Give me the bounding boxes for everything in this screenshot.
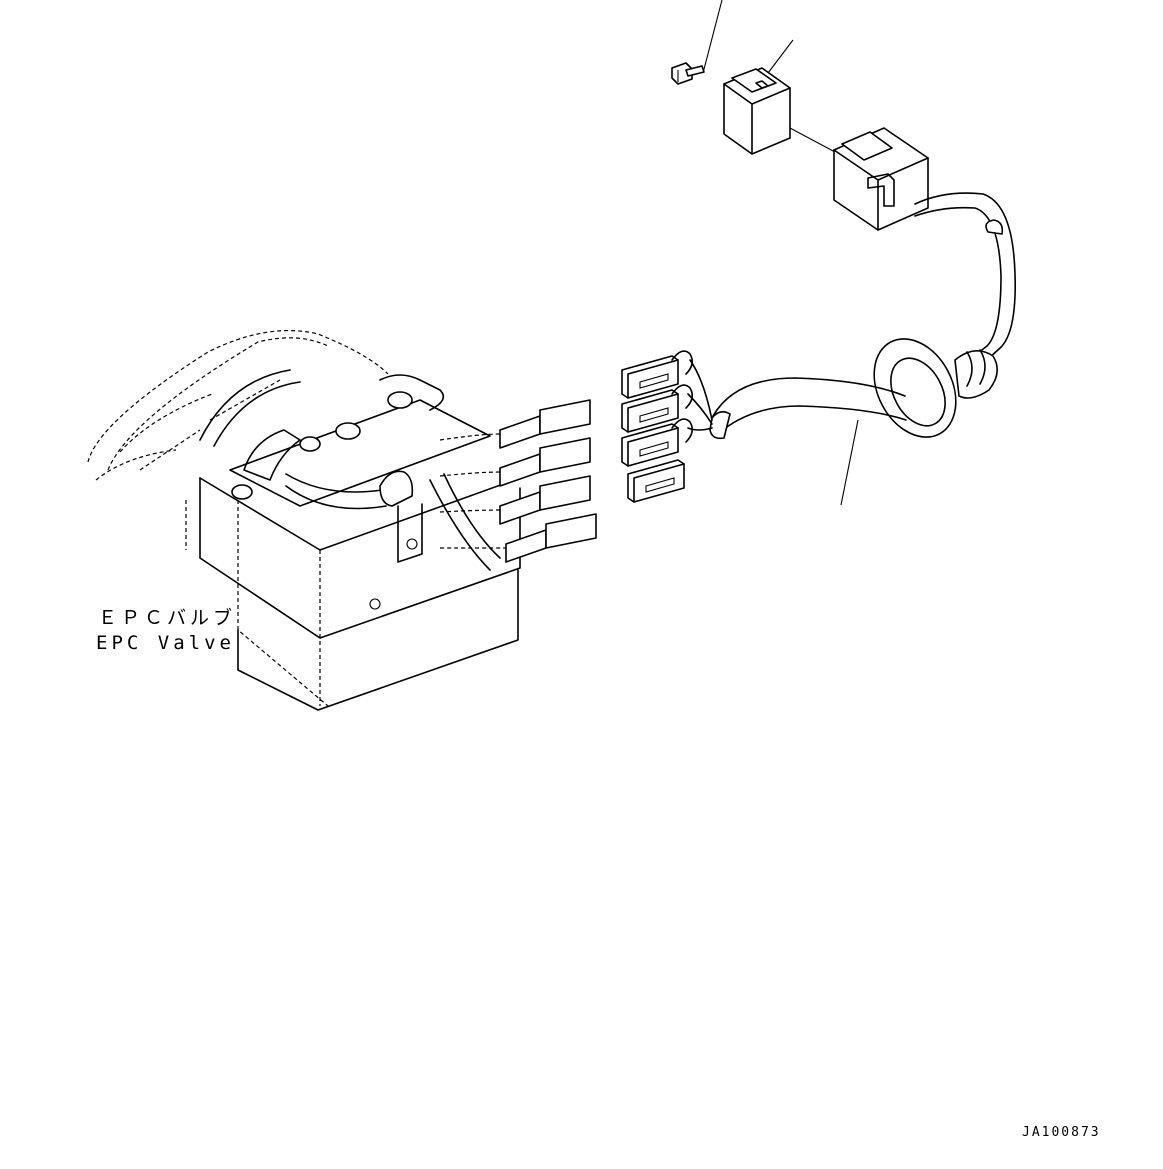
harness-wire-upper (914, 192, 1016, 368)
harness-plug-group (621, 350, 713, 503)
connector-axis-line (789, 127, 836, 153)
harness-connector (833, 127, 929, 231)
cap-connector (723, 67, 791, 155)
epc-valve-body (87, 329, 521, 711)
valve-harness-clamps (199, 369, 501, 571)
grommet (873, 338, 998, 438)
epc-valve-label-en: EPC Valve (96, 632, 235, 654)
leader-lines (702, 0, 859, 506)
epc-valve-label-jp: ＥＰＣバルブ (98, 607, 237, 629)
bolt (671, 62, 705, 85)
harness-main-cable (712, 377, 907, 435)
valve-connectors (439, 399, 597, 563)
drawing-number: JA100873 (1022, 1125, 1101, 1140)
